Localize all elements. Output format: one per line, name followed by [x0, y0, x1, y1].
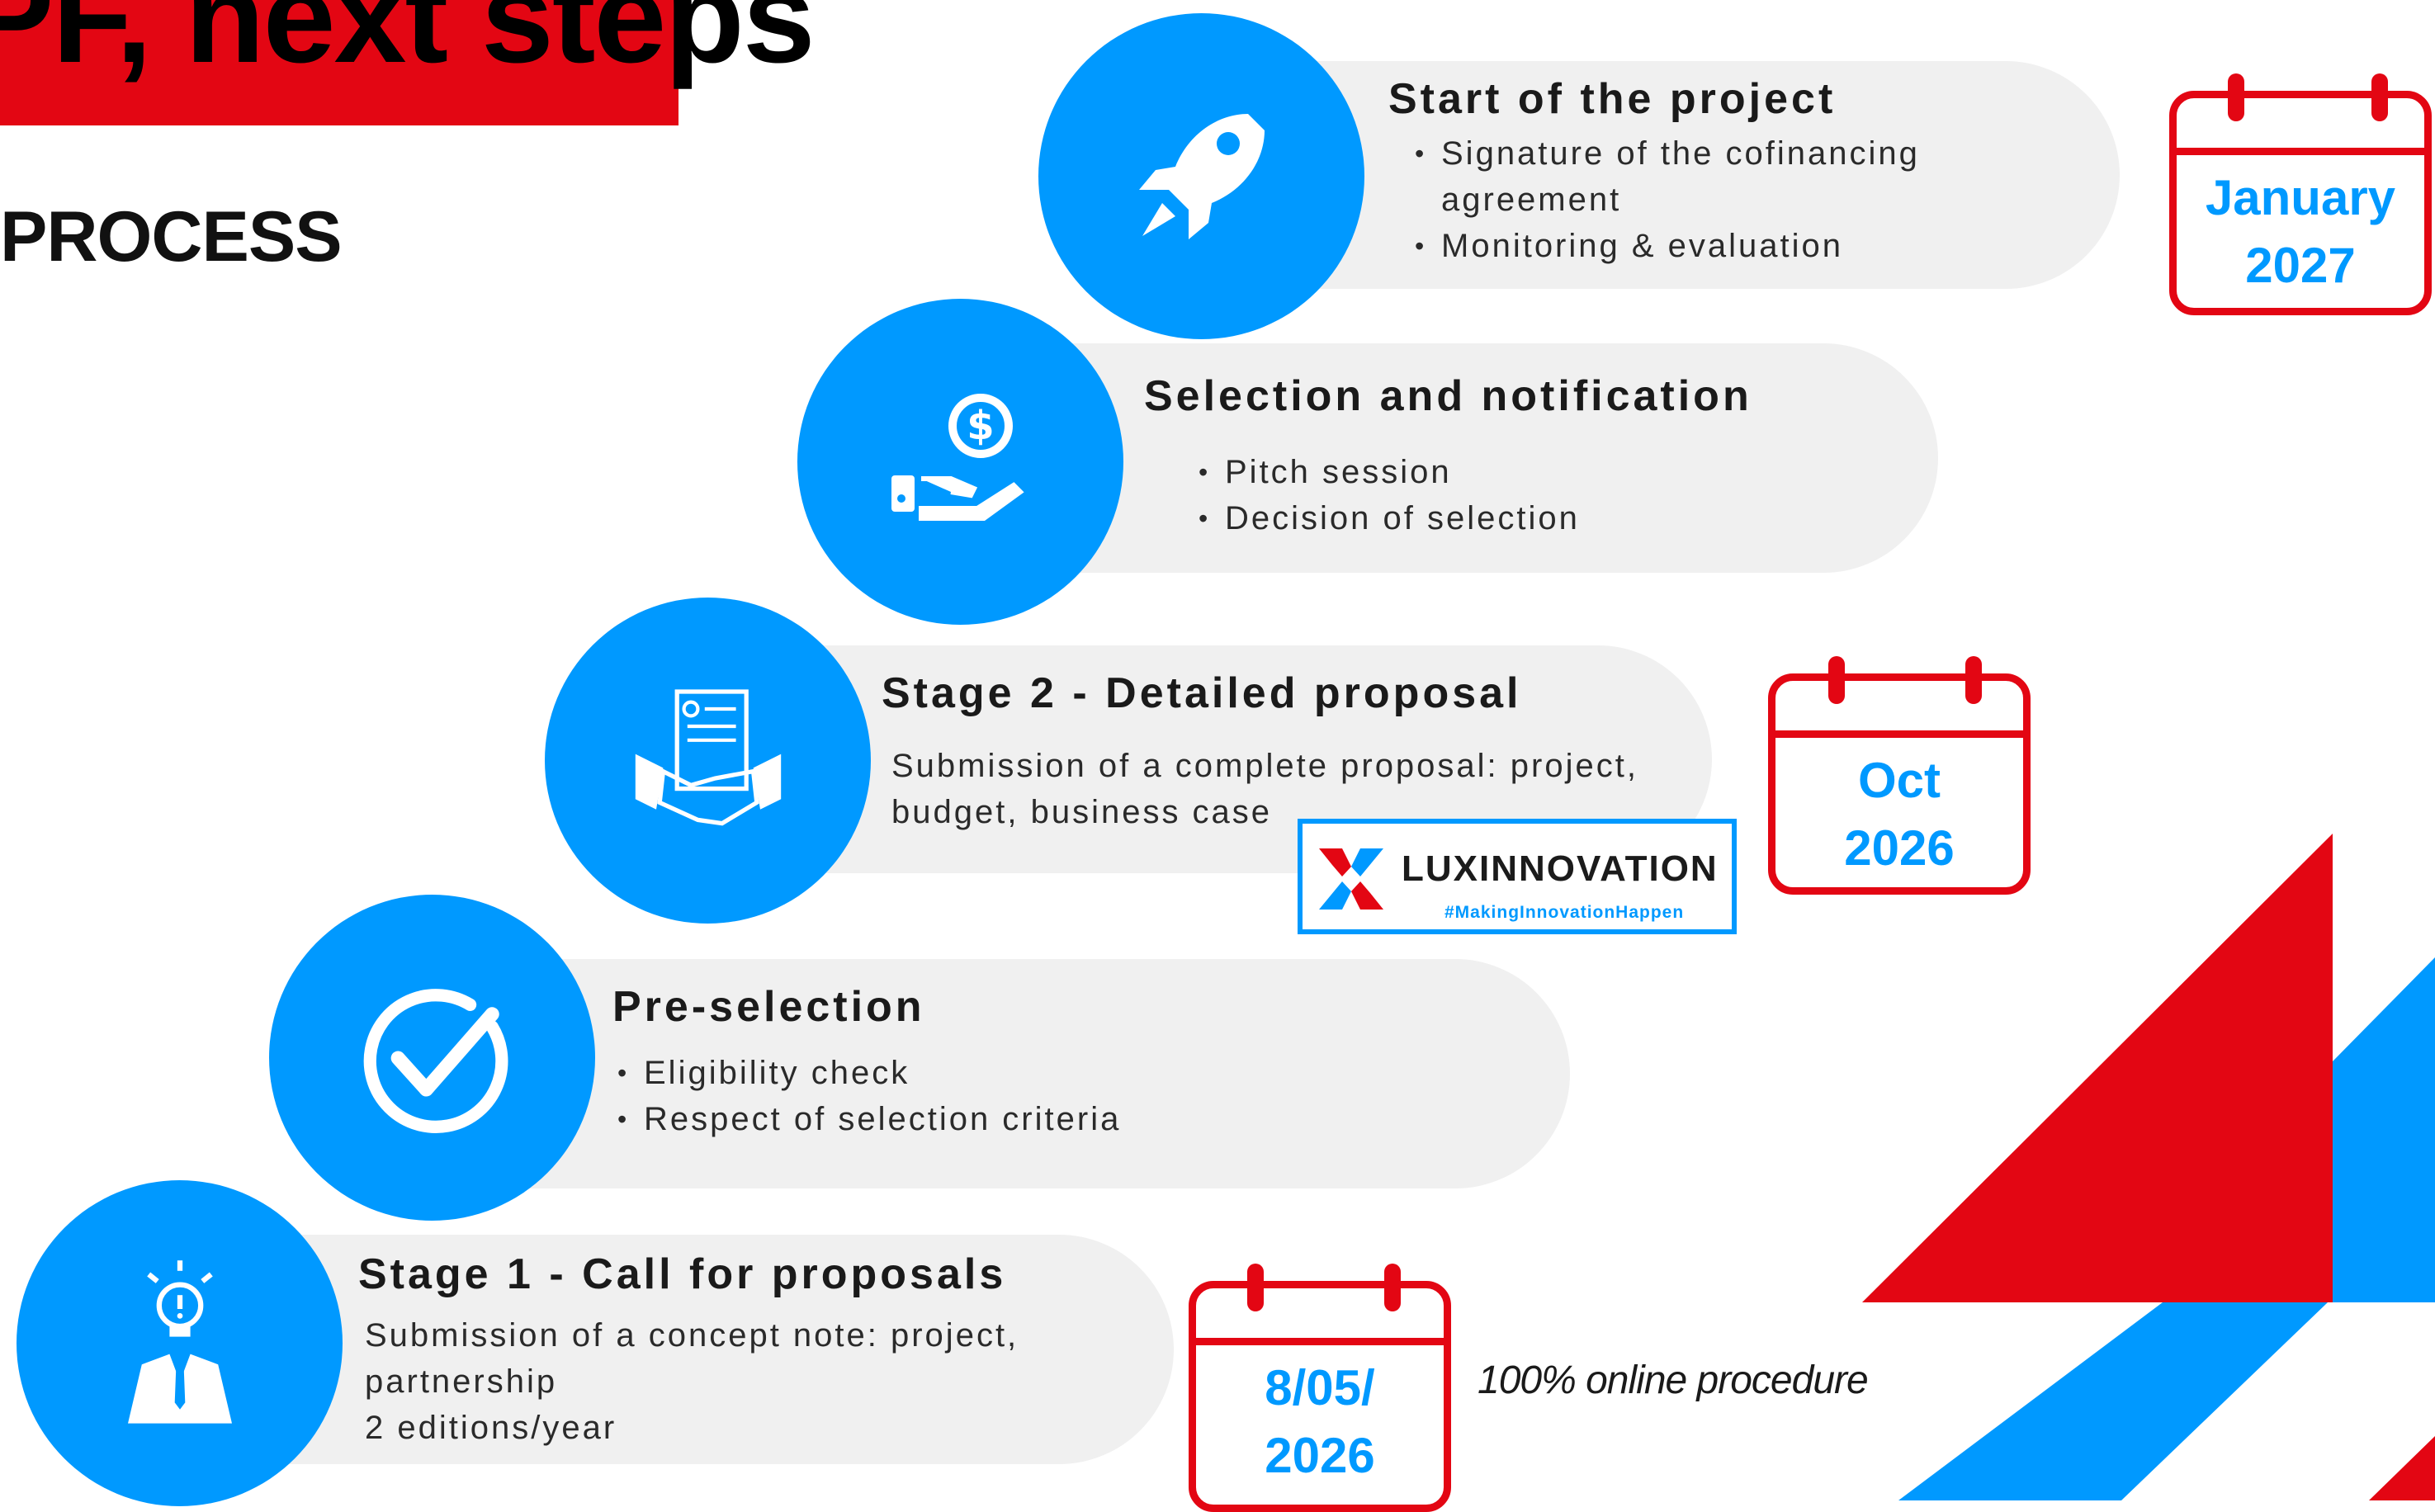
calendar-date-line: Oct — [1857, 753, 1941, 808]
contract-handshake-icon — [635, 688, 781, 825]
decorative-triangles — [1862, 834, 2435, 1500]
step-start-bullet: Monitoring & evaluation — [1411, 223, 1989, 269]
step-start-circle — [1038, 13, 1364, 339]
step-stage1-line: Submission of a concept note: project, — [365, 1317, 1019, 1354]
page-title: PF, next steps — [0, 0, 816, 90]
calendar-date: Oct 2026 — [1775, 747, 2023, 882]
logo-name: LUXINNOVATION — [1402, 848, 1719, 889]
section-subtitle: PROCESS — [0, 197, 343, 276]
luxinnovation-logo-icon — [1319, 848, 1383, 910]
svg-text:$: $ — [967, 403, 994, 449]
calendar-date: 8/05/ 2026 — [1196, 1354, 1444, 1490]
step-stage1-line: 2 editions/year — [365, 1410, 617, 1446]
calendar-date-line: 2026 — [1844, 820, 1955, 876]
calendar-header-bar — [1196, 1338, 1444, 1345]
step-preselection-title: Pre-selection — [612, 983, 925, 1031]
step-selection-bullets: Pitch session Decision of selection — [1195, 449, 1773, 541]
title-highlight-bar — [0, 0, 678, 125]
calendar-date-line: 2026 — [1265, 1428, 1375, 1483]
step-start-title: Start of the project — [1388, 75, 1837, 123]
step-start-bullet: Signature of the cofinancing agreement — [1411, 130, 1989, 223]
calendar-ring — [1247, 1264, 1264, 1311]
logo-tagline: #MakingInnovationHappen — [1444, 903, 1685, 922]
calendar-stage2: Oct 2026 — [1768, 656, 2031, 895]
calendar-header-bar — [1775, 730, 2023, 738]
calendar-date-line: January — [2205, 170, 2396, 225]
calendar-date-line: 8/05/ — [1265, 1360, 1375, 1415]
step-preselection-bullet: Eligibility check — [614, 1050, 1357, 1096]
luxinnovation-logo: LUXINNOVATION #MakingInnovationHappen — [1298, 819, 1737, 934]
calendar-ring — [1384, 1264, 1401, 1311]
step-stage2-title: Stage 2 - Detailed proposal — [882, 669, 1522, 717]
step-stage1-text: Submission of a concept note: project, p… — [365, 1312, 1108, 1451]
calendar-date: January 2027 — [2177, 164, 2424, 300]
calendar-header-bar — [2177, 148, 2424, 155]
step-stage1-pill — [182, 1235, 1174, 1464]
calendar-project-start: January 2027 — [2169, 73, 2432, 315]
step-stage1-title: Stage 1 - Call for proposals — [358, 1250, 1007, 1298]
idea-person-icon — [127, 1259, 232, 1424]
calendar-ring — [1965, 656, 1982, 704]
step-stage1-line: partnership — [365, 1363, 558, 1400]
step-stage2-text: Submission of a complete proposal: proje… — [891, 748, 1638, 830]
calendar-date-line: 2027 — [2245, 238, 2356, 293]
step-preselection-circle — [269, 895, 595, 1221]
calendar-ring — [1828, 656, 1845, 704]
step-preselection-bullets: Eligibility check Respect of selection c… — [614, 1050, 1357, 1142]
online-procedure-note: 100% online procedure — [1478, 1358, 1869, 1402]
calendar-ring — [2371, 73, 2388, 121]
rocket-icon — [1138, 113, 1265, 239]
calendar-ring — [2228, 73, 2244, 121]
step-stage2-circle — [545, 598, 871, 924]
step-selection-bullet: Decision of selection — [1195, 495, 1773, 541]
step-selection-bullet: Pitch session — [1195, 449, 1773, 495]
step-preselection-bullet: Respect of selection criteria — [614, 1096, 1357, 1142]
step-start-bullets: Signature of the cofinancing agreement M… — [1411, 130, 1989, 269]
step-stage1-circle — [17, 1180, 343, 1506]
calendar-stage1: 8/05/ 2026 — [1189, 1264, 1451, 1512]
checkmark-icon — [363, 988, 508, 1133]
step-selection-title: Selection and notification — [1144, 372, 1752, 420]
step-selection-circle: $ — [797, 299, 1123, 625]
money-hand-icon: $ — [891, 393, 1024, 521]
